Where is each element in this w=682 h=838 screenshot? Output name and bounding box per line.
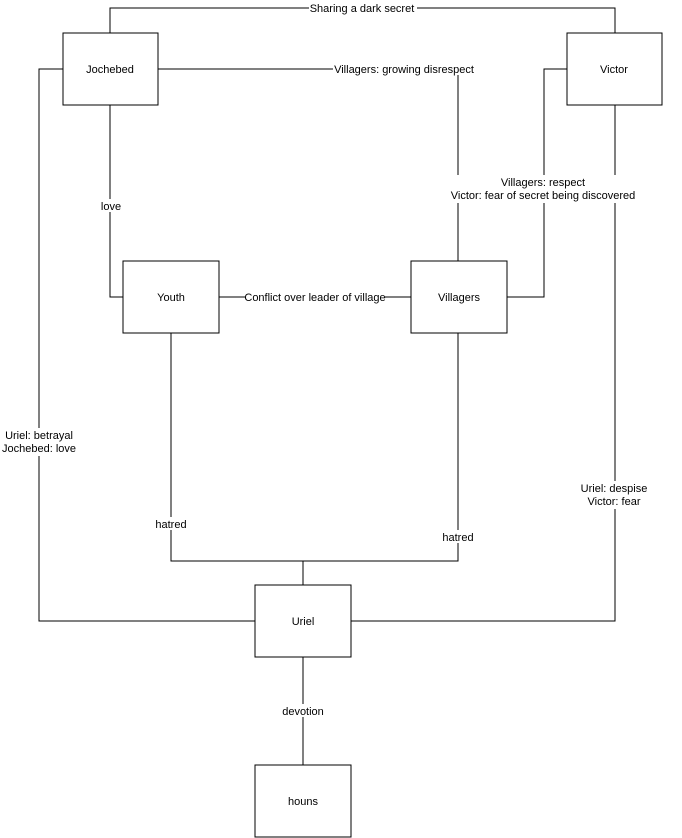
label-jochebed-youth: love	[99, 199, 123, 213]
node-label: houns	[288, 796, 318, 808]
edge-villagers-uriel	[303, 333, 459, 562]
node-houns: houns	[254, 764, 352, 838]
node-youth: Youth	[122, 260, 220, 334]
node-victor: Victor	[566, 32, 663, 106]
label-victor-uriel: Uriel: despise Victor: fear	[580, 481, 647, 509]
label-jochebed-villagers: Villagers: growing disrespect	[333, 62, 475, 76]
node-label: Victor	[600, 64, 628, 76]
label-youth-uriel: hatred	[153, 517, 189, 531]
edge-label: hatred	[442, 532, 473, 544]
edge-label: Sharing a dark secret	[310, 3, 415, 15]
edge-label: Uriel: despise	[581, 483, 648, 495]
node-uriel: Uriel	[254, 584, 352, 658]
edge-label: Villagers: growing disrespect	[334, 64, 474, 76]
node-label: Villagers	[438, 292, 480, 304]
label-jochebed-victor: Sharing a dark secret	[309, 1, 417, 15]
edge-jochebed-uriel	[38, 68, 255, 622]
edge-jochebed-villagers	[158, 68, 459, 261]
edge-label: Jochebed: love	[2, 443, 76, 455]
label-uriel-houns: devotion	[281, 704, 325, 718]
edge-victor-uriel	[351, 105, 616, 622]
edge-label: love	[101, 201, 121, 213]
label-villagers-uriel: hatred	[440, 530, 476, 544]
node-label: Uriel	[292, 616, 315, 628]
edge-label: Uriel: betrayal	[5, 430, 73, 442]
edge-youth-uriel	[170, 333, 304, 585]
edge-label: hatred	[155, 519, 186, 531]
node-villagers: Villagers	[410, 260, 508, 334]
node-label: Youth	[157, 292, 185, 304]
node-label: Jochebed	[86, 64, 134, 76]
edge-label: Villagers: respect	[501, 177, 585, 189]
edge-label: devotion	[282, 706, 324, 718]
edge-label: Victor: fear	[588, 496, 641, 508]
edge-label: Victor: fear of secret being discovered	[451, 190, 635, 202]
label-villagers-victor: Villagers: respect Victor: fear of secre…	[451, 175, 635, 203]
node-jochebed: Jochebed	[62, 32, 159, 106]
label-jochebed-uriel: Uriel: betrayal Jochebed: love	[2, 428, 80, 456]
label-youth-villagers: Conflict over leader of village	[244, 290, 386, 304]
edge-label: Conflict over leader of village	[244, 292, 385, 304]
edge-jochebed-youth	[109, 105, 123, 298]
